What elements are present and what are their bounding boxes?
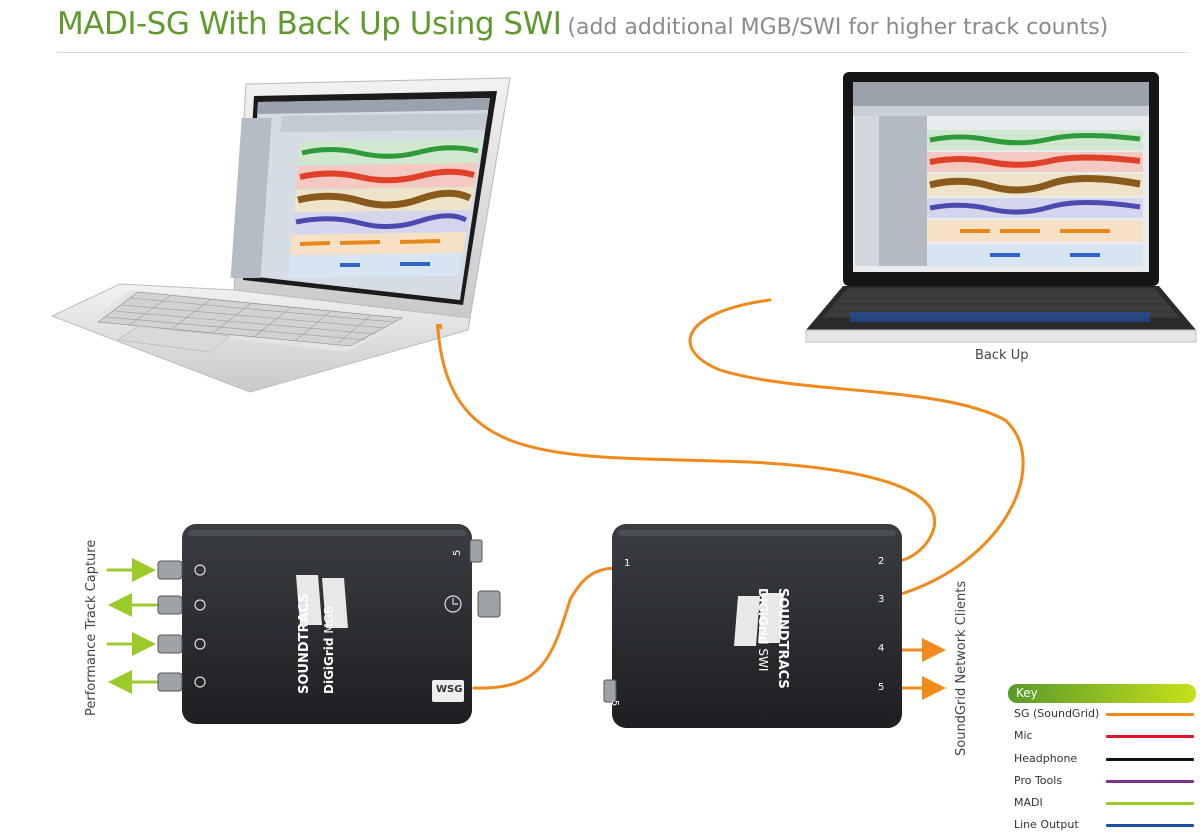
network-clients-label: SoundGrid Network Clients	[954, 580, 969, 756]
swi-port-4: 4	[878, 643, 885, 654]
key-label: Pro Tools	[1014, 773, 1063, 787]
mgb-unit	[157, 524, 501, 724]
main-laptop-waveforms	[288, 139, 482, 278]
key-title: Key	[1008, 684, 1196, 703]
backup-laptop-keyboard	[828, 293, 1176, 315]
backup-laptop-waveforms	[927, 130, 1143, 266]
performance-capture-label: Performance Track Capture	[84, 539, 99, 716]
swi-model: SWI	[756, 648, 770, 672]
swi-power-port: 5	[609, 700, 620, 707]
key-swatch	[1106, 713, 1194, 716]
key-row-headphone: Headphone	[1008, 748, 1196, 770]
key-row-line-output: Line Output	[1008, 814, 1196, 836]
mgb-model-bold: DiGiGrid	[322, 637, 336, 694]
key-swatch	[1106, 757, 1194, 761]
mgb-port-5: 5	[452, 549, 463, 556]
swi-port-3: 3	[878, 594, 885, 605]
main-laptop	[50, 77, 511, 393]
swi-model-label: DiGiGrid SWI	[756, 588, 770, 671]
mgb-brand: SOUNDTRACS	[297, 593, 312, 694]
cable-backup-laptop-to-swi	[688, 298, 1025, 597]
swi-port-5: 5	[878, 682, 885, 693]
key-swatch	[1106, 735, 1194, 739]
cable-mgb-to-swi	[472, 566, 620, 690]
key-label: MADI	[1014, 796, 1043, 810]
mgb-port-icons	[194, 564, 462, 688]
key-swatch	[1106, 802, 1194, 806]
key-legend: Key SG (SoundGrid) Mic Headphone Pro Too…	[1008, 684, 1196, 837]
key-label: Headphone	[1014, 751, 1078, 765]
swi-logo-icon	[734, 593, 784, 646]
mgb-model: MGB	[322, 605, 336, 634]
title-subtitle: (add additional MGB/SWI for higher track…	[567, 15, 1109, 40]
madi-arrows	[106, 558, 158, 694]
key-row-mic: Mic	[1008, 725, 1196, 747]
title-rule	[57, 52, 1187, 53]
key-row-sg: SG (SoundGrid)	[1008, 703, 1196, 725]
main-laptop-trackpad	[116, 325, 232, 353]
main-laptop-keyboard	[97, 291, 404, 347]
cable-main-laptop-to-swi	[436, 328, 937, 563]
mgb-model-label: DiGiGrid MGB	[322, 606, 336, 694]
key-row-pro-tools: Pro Tools	[1008, 770, 1196, 792]
backup-label: Back Up	[975, 348, 1029, 363]
key-row-madi: MADI	[1008, 792, 1196, 814]
key-label: SG (SoundGrid)	[1014, 707, 1100, 720]
swi-port-2: 2	[878, 556, 885, 567]
mgb-bnc-connectors	[157, 539, 501, 692]
title-main: MADI-SG With Back Up Using SWI	[57, 6, 562, 42]
mgb-badge: WSG	[436, 684, 463, 695]
key-swatch	[1106, 779, 1194, 783]
key-label: Mic	[1014, 729, 1033, 743]
backup-laptop	[805, 72, 1197, 343]
key-label: Line Output	[1014, 818, 1079, 832]
swi-port-1: 1	[624, 558, 631, 569]
swi-model-bold: DiGiGrid	[756, 588, 770, 645]
key-swatch	[1106, 824, 1194, 828]
soundgrid-cables	[436, 298, 1025, 700]
diagram-title: MADI-SG With Back Up Using SWI(add addit…	[57, 6, 1108, 42]
swi-unit	[603, 524, 902, 728]
mgb-logo-icon	[296, 575, 348, 628]
swi-brand: SOUNDTRACS	[775, 588, 790, 689]
